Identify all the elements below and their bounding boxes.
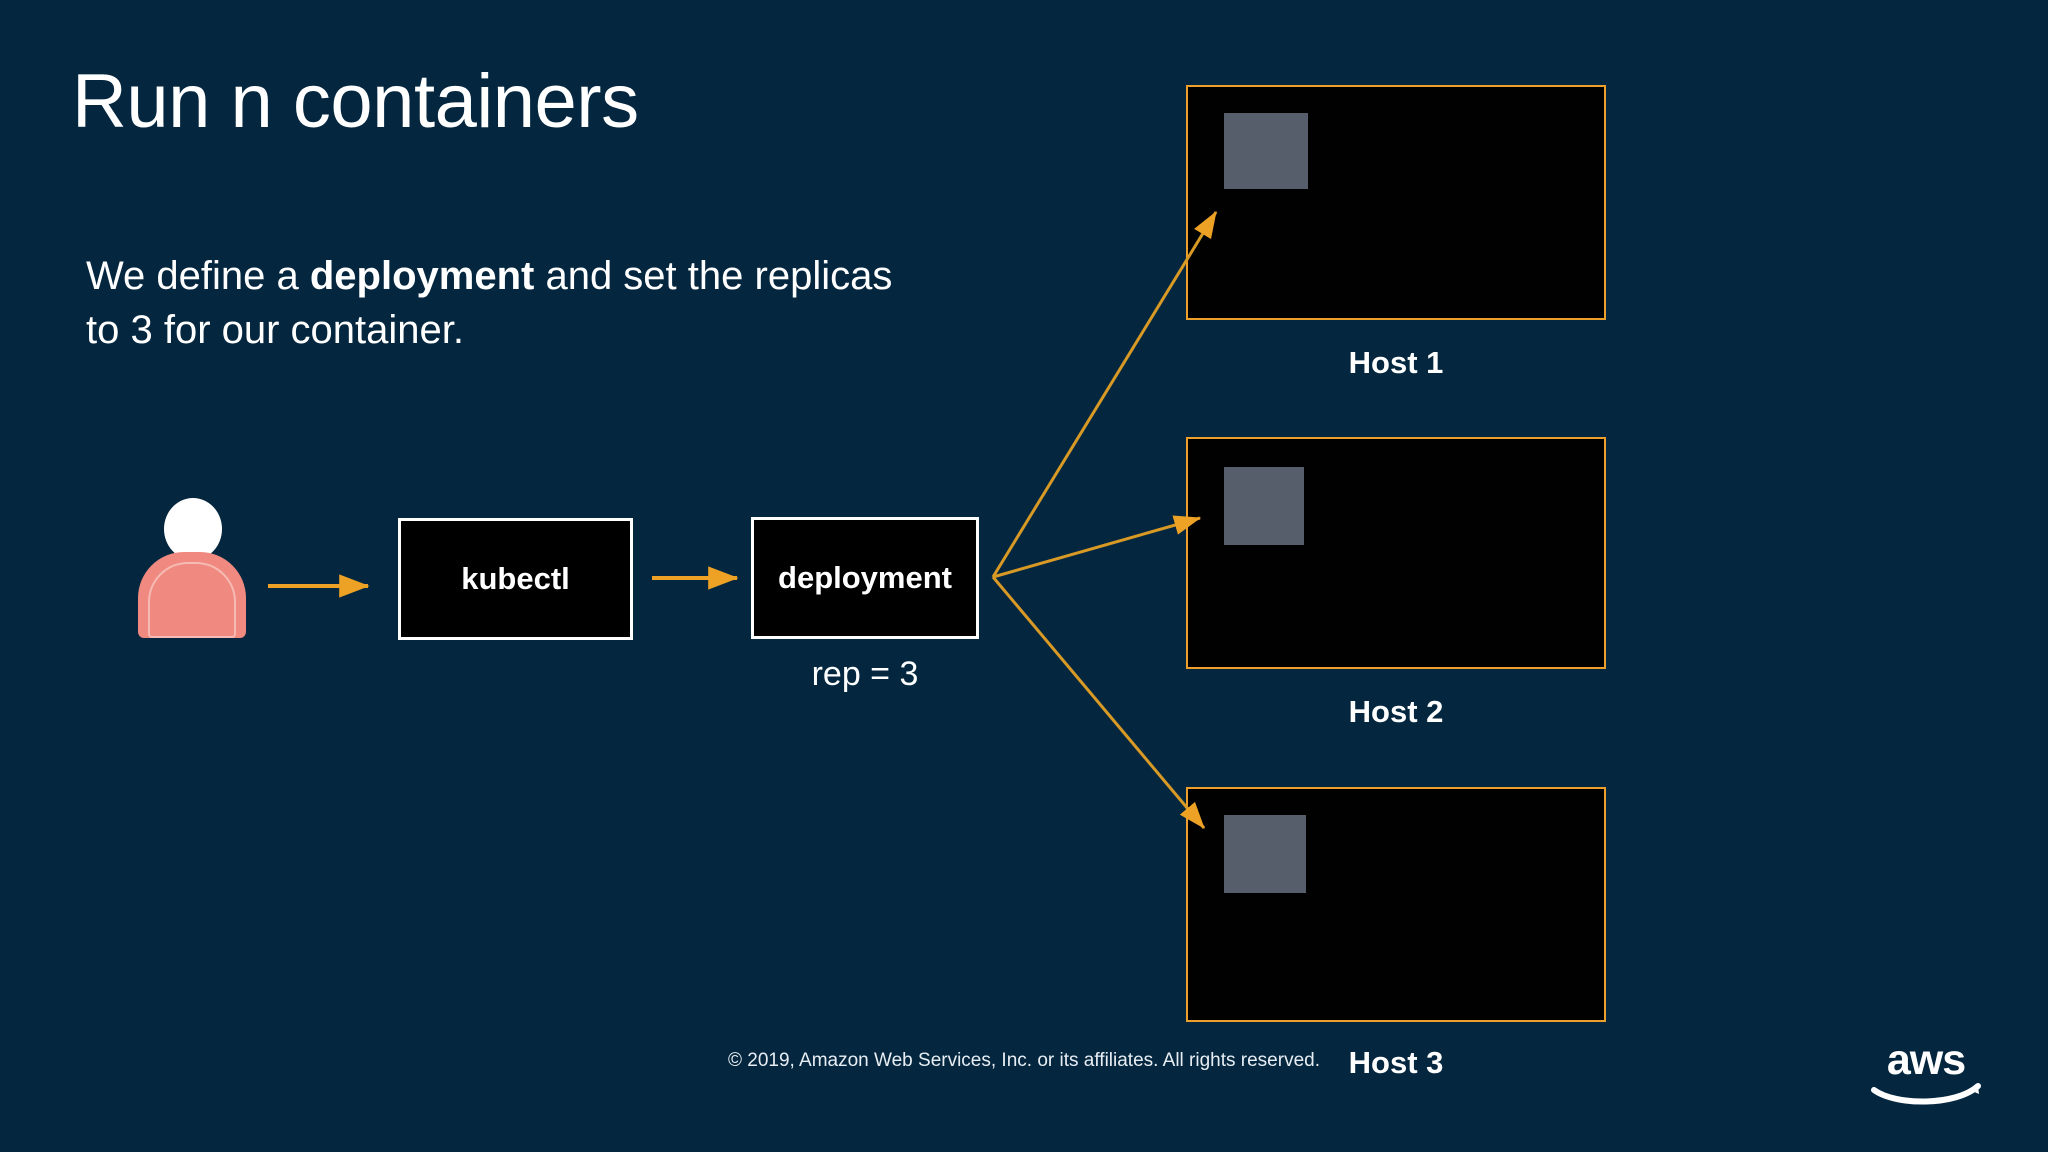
host-panel-1[interactable] [1186, 85, 1606, 320]
kubectl-box[interactable]: kubectl [398, 518, 633, 640]
arrow-deployment-to-host-3 [991, 576, 1206, 829]
host-panel-2[interactable] [1186, 437, 1606, 669]
aws-logo: aws [1871, 1036, 1981, 1105]
host-label-3: Host 3 [1348, 1045, 1444, 1080]
arrow-deployment-to-host-2 [992, 515, 1202, 579]
container-square [1224, 467, 1304, 545]
host-panel-3[interactable] [1186, 787, 1606, 1022]
body-line1-bold: deployment [309, 254, 535, 298]
person-head-shape [164, 498, 222, 560]
body-line2: to 3 for our container. [86, 307, 465, 352]
svg-text:aws: aws [1887, 1036, 1965, 1084]
container-square [1224, 113, 1308, 189]
body-line1-post: and set the replicas [534, 254, 893, 298]
page-title: Run n containers [72, 59, 639, 144]
container-square [1224, 815, 1306, 893]
user-person-icon [138, 498, 246, 638]
deployment-box[interactable]: deployment [751, 517, 979, 639]
host-label-2: Host 2 [1348, 694, 1444, 729]
person-body-shape [138, 552, 246, 638]
body-paragraph: We define a deployment and set the repli… [86, 250, 1046, 357]
body-line1-pre: We define a [86, 254, 310, 298]
deployment-box-label: deployment [778, 560, 952, 595]
host-label-1: Host 1 [1348, 345, 1444, 380]
copyright-notice: © 2019, Amazon Web Services, Inc. or its… [727, 1050, 1320, 1071]
kubectl-box-label: kubectl [461, 561, 570, 596]
replicas-label: rep = 3 [811, 655, 919, 693]
